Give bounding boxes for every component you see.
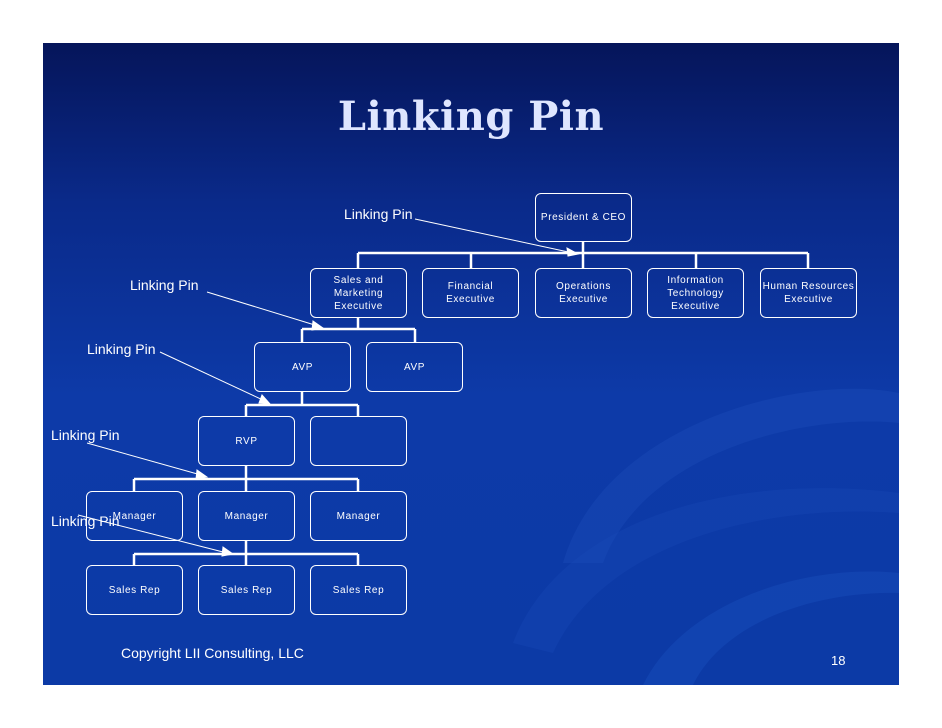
manager-label: Manager — [224, 510, 269, 522]
manager-box-3: Manager — [310, 491, 407, 541]
manager-box-1: Manager — [86, 491, 183, 541]
executive-label: Human Resources Executive — [762, 281, 855, 305]
rvp-box-1: RVP — [198, 416, 295, 466]
org-chart-connectors — [77, 218, 810, 565]
avp-label: AVP — [291, 361, 314, 373]
linking-pin-arrow-4 — [86, 442, 202, 476]
slide: Linking Pin — [43, 43, 899, 685]
linking-pin-label-3: Linking Pin — [87, 341, 156, 357]
avp-box-2: AVP — [366, 342, 463, 392]
linking-pin-label-1: Linking Pin — [344, 206, 413, 222]
executive-box-operations: Operations Executive — [535, 268, 632, 318]
manager-label: Manager — [112, 510, 157, 522]
executive-label: Information Technology Executive — [667, 274, 724, 312]
rvp-label: RVP — [235, 435, 258, 447]
linking-pin-label-4: Linking Pin — [51, 427, 120, 443]
executive-label: Operations Executive — [556, 281, 611, 305]
linking-pin-arrow-1 — [414, 218, 574, 254]
sales-rep-box-2: Sales Rep — [198, 565, 295, 615]
linking-pin-label-5: Linking Pin — [51, 513, 120, 529]
executive-label: Sales and Marketing Executive — [333, 274, 384, 312]
avp-box-1: AVP — [254, 342, 351, 392]
manager-box-2: Manager — [198, 491, 295, 541]
executive-label: Financial Executive — [446, 281, 495, 305]
sales-rep-label: Sales Rep — [332, 584, 385, 596]
avp-label: AVP — [403, 361, 426, 373]
linking-pin-arrow-3 — [159, 351, 266, 402]
linking-pin-arrow-5 — [77, 514, 228, 554]
page-number: 18 — [831, 653, 846, 668]
president-ceo-label: President & CEO — [540, 212, 627, 223]
executive-box-sales-marketing: Sales and Marketing Executive — [310, 268, 407, 318]
sales-rep-label: Sales Rep — [108, 584, 161, 596]
manager-label: Manager — [336, 510, 381, 522]
executive-box-financial: Financial Executive — [422, 268, 519, 318]
copyright-text: Copyright LII Consulting, LLC — [121, 645, 304, 661]
president-ceo-box: President & CEO — [535, 193, 632, 242]
sales-rep-label: Sales Rep — [220, 584, 273, 596]
sales-rep-box-1: Sales Rep — [86, 565, 183, 615]
sales-rep-box-3: Sales Rep — [310, 565, 407, 615]
linking-pin-arrow-2 — [206, 291, 319, 327]
slide-title: Linking Pin — [337, 93, 605, 140]
executive-box-human-resources: Human Resources Executive — [760, 268, 857, 318]
rvp-box-2 — [310, 416, 407, 466]
linking-pin-label-2: Linking Pin — [130, 277, 199, 293]
background-swirl-decoration — [513, 388, 899, 685]
executive-box-information-technology: Information Technology Executive — [647, 268, 744, 318]
